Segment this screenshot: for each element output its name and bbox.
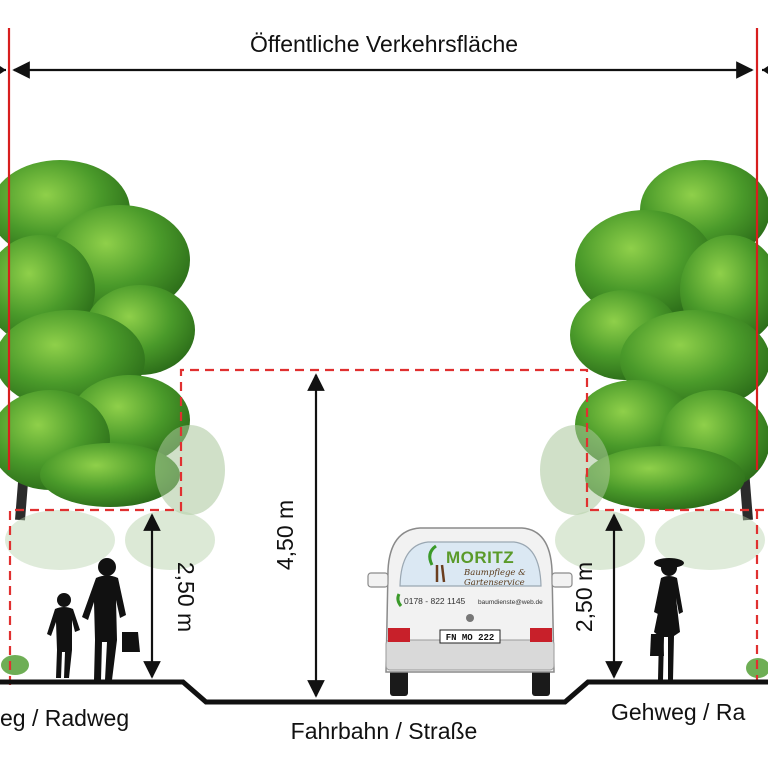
license-plate [439,629,501,644]
right-edge-arrow-head [762,66,768,74]
van-service-line-1: Baumpflege & [463,568,526,578]
right-sidewalk-clearance-label: 2,50 m [571,562,597,632]
road-clearance-label: 4,50 m [272,500,298,570]
phone-icon [396,593,403,607]
left-tree [0,160,225,675]
van-rear-view-icon [367,527,573,696]
deciduous-tree-icon [0,160,225,675]
left-sidewalk-clearance-label: 2,50 m [173,562,199,632]
ground-profile [0,679,768,705]
left-sidewalk-label: eg / Radweg [0,705,129,731]
diagram-title: Öffentliche Verkehrsfläche [250,31,518,57]
van-brand: MORITZ [446,548,514,567]
clearance-profile-outline [8,368,768,685]
right-sidewalk-label: Gehweg / Ra [611,699,745,725]
license-plate-text: FN MO 222 [446,633,495,643]
left-edge-arrow-head [0,66,6,74]
adult-and-child-silhouette-icon [47,558,140,680]
road-label: Fahrbahn / Straße [291,718,478,744]
van-email: baumdienste@web.de [478,599,543,606]
van-phone: 0178 - 822 1145 [404,596,466,606]
woman-with-hat-silhouette-icon [650,558,684,680]
van-service-line-2: Gartenservice [464,578,525,588]
